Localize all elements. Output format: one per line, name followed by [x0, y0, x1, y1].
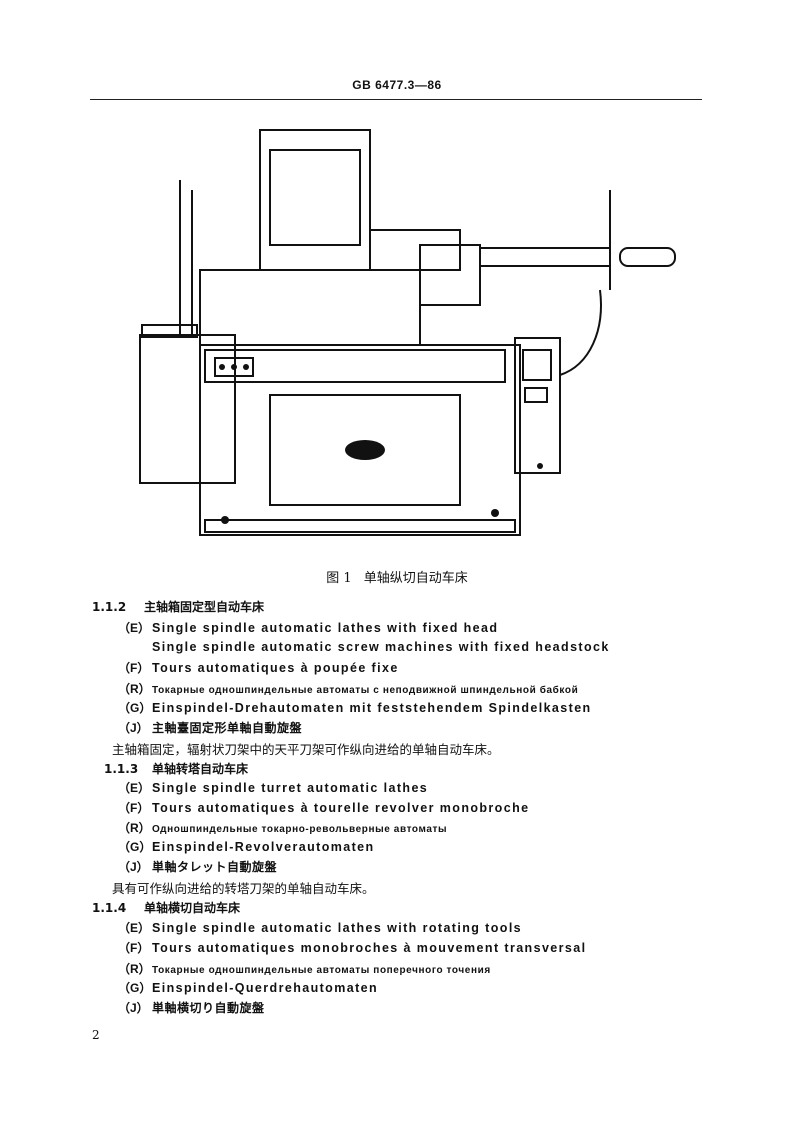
language-code: （J）: [118, 721, 149, 735]
section-heading: 1.1.4 单轴横切自动车床: [92, 899, 240, 916]
term-line: （R）Одношпиндельные токарно-револьверные …: [118, 819, 447, 836]
term-line: Single spindle automatic screw machines …: [118, 639, 610, 654]
section-number: 1.1.3: [104, 762, 139, 776]
term-text: Токарные одношпиндельные автоматы с непо…: [152, 685, 579, 696]
section-title: 单轴横切自动车床: [144, 901, 241, 915]
brand-emblem: [345, 440, 385, 460]
term-line: （E）Single spindle automatic lathes with …: [118, 619, 498, 636]
language-code: （R）: [118, 962, 151, 976]
term-text: Single spindle automatic lathes with rot…: [152, 921, 523, 935]
figure-caption: 图 1 单轴纵切自动车床: [0, 567, 794, 586]
page-number: 2: [92, 1028, 100, 1042]
term-line: （R）Токарные одношпиндельные автоматы поп…: [118, 960, 491, 977]
language-code: （F）: [118, 661, 150, 675]
term-text: Tours automatiques à tourelle revolver m…: [152, 801, 530, 815]
term-line: （J）単軸横切り自動旋盤: [118, 999, 265, 1016]
lathe-machine-illustration: [139, 129, 676, 536]
control-panel: [204, 349, 506, 383]
term-line: （G）Einspindel-Drehautomaten mit feststeh…: [118, 699, 592, 716]
standard-header: GB 6477.3—86: [352, 78, 442, 92]
language-code: （F）: [118, 941, 150, 955]
term-text: Einspindel-Revolverautomaten: [152, 840, 375, 854]
front-door: [269, 394, 461, 506]
language-code: （E）: [118, 781, 151, 795]
definition-text: 主轴箱固定，辐射状刀架中的天平刀架可作纵向进给的单轴自动车床。: [112, 742, 500, 757]
term-text: Single spindle turret automatic lathes: [152, 781, 429, 795]
figure-title: 单轴纵切自动车床: [363, 571, 468, 586]
term-text: Single spindle automatic screw machines …: [152, 640, 610, 654]
section-heading: 1.1.2 主轴箱固定型自动车床: [92, 598, 264, 615]
language-code: （F）: [118, 801, 150, 815]
language-code: （E）: [118, 621, 151, 635]
term-line: （F）Tours automatiques à tourelle revolve…: [118, 799, 529, 816]
term-line: （E）Single spindle turret automatic lathe…: [118, 779, 428, 796]
term-text: Single spindle automatic lathes with fix…: [152, 621, 499, 635]
section-number: 1.1.2: [92, 600, 127, 614]
term-line: （G）Einspindel-Querdrehautomaten: [118, 979, 378, 996]
language-code: （G）: [118, 701, 152, 715]
figure-label: 图 1: [326, 571, 352, 586]
language-code: （G）: [118, 981, 152, 995]
right-stand: [514, 337, 561, 474]
language-code: （R）: [118, 682, 151, 696]
language-code: （J）: [118, 1001, 149, 1015]
machine-bed: [199, 269, 421, 346]
term-text: Einspindel-Drehautomaten mit feststehend…: [152, 701, 592, 715]
bar-stock-tube: [479, 247, 611, 267]
term-text: Токарные одношпиндельные автоматы попере…: [152, 965, 491, 976]
term-text: 単軸横切り自動旋盤: [152, 1001, 265, 1015]
left-cabinet: [139, 334, 236, 484]
term-line: （J）単軸タレット自動旋盤: [118, 858, 277, 875]
section-number: 1.1.4: [92, 901, 127, 915]
definition-text: 具有可作纵向进给的转塔刀架的单轴自动车床。: [112, 881, 375, 896]
language-code: （J）: [118, 860, 149, 874]
control-buttons: [214, 357, 254, 377]
section-title: 主轴箱固定型自动车床: [144, 600, 265, 614]
term-text: Tours automatiques monobroches à mouveme…: [152, 941, 587, 955]
section-title: 单轴转塔自动车床: [152, 762, 249, 776]
term-text: 主軸臺固定形单軸自動旋盤: [152, 721, 303, 735]
term-line: （F）Tours automatiques à poupée fixe: [118, 659, 399, 676]
header-rule: [90, 99, 702, 100]
term-text: Tours automatiques à poupée fixe: [152, 661, 399, 675]
language-code: （E）: [118, 921, 151, 935]
term-text: Одношпиндельные токарно-револьверные авт…: [152, 824, 448, 835]
term-line: （J）主軸臺固定形单軸自動旋盤: [118, 719, 302, 736]
language-code: （R）: [118, 821, 151, 835]
term-line: （G）Einspindel-Revolverautomaten: [118, 838, 375, 855]
section-heading: 1.1.3 单轴转塔自动车床: [104, 760, 248, 777]
main-cabinet: [199, 344, 521, 536]
term-line: （R）Токарные одношпиндельные автоматы с н…: [118, 680, 578, 697]
language-code: （G）: [118, 840, 152, 854]
term-line: （F）Tours automatiques monobroches à mouv…: [118, 939, 587, 956]
term-text: Einspindel-Querdrehautomaten: [152, 981, 379, 995]
term-line: （E）Single spindle automatic lathes with …: [118, 919, 522, 936]
term-text: 単軸タレット自動旋盤: [152, 860, 278, 874]
